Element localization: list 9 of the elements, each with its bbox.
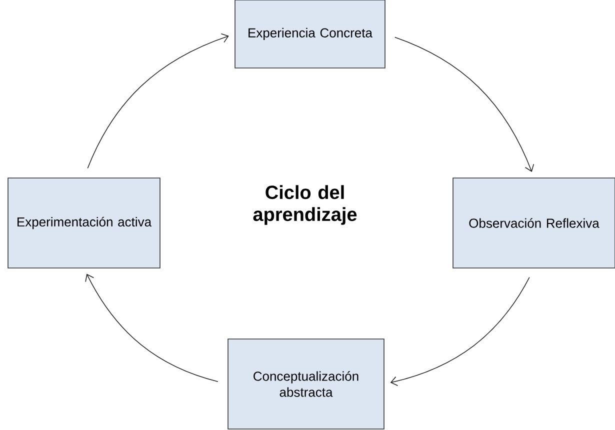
title: Ciclo del aprendizaje — [253, 185, 357, 225]
arrow — [87, 33, 229, 169]
arrow — [390, 276, 530, 386]
arrow — [85, 274, 218, 382]
arrow — [394, 36, 534, 172]
process-box: Experimentación activa — [8, 178, 160, 268]
process-box: Observación Reflexiva — [452, 178, 615, 268]
process-box: Conceptualización abstracta — [228, 338, 384, 430]
process-box: Experiencia Concreta — [234, 0, 386, 68]
